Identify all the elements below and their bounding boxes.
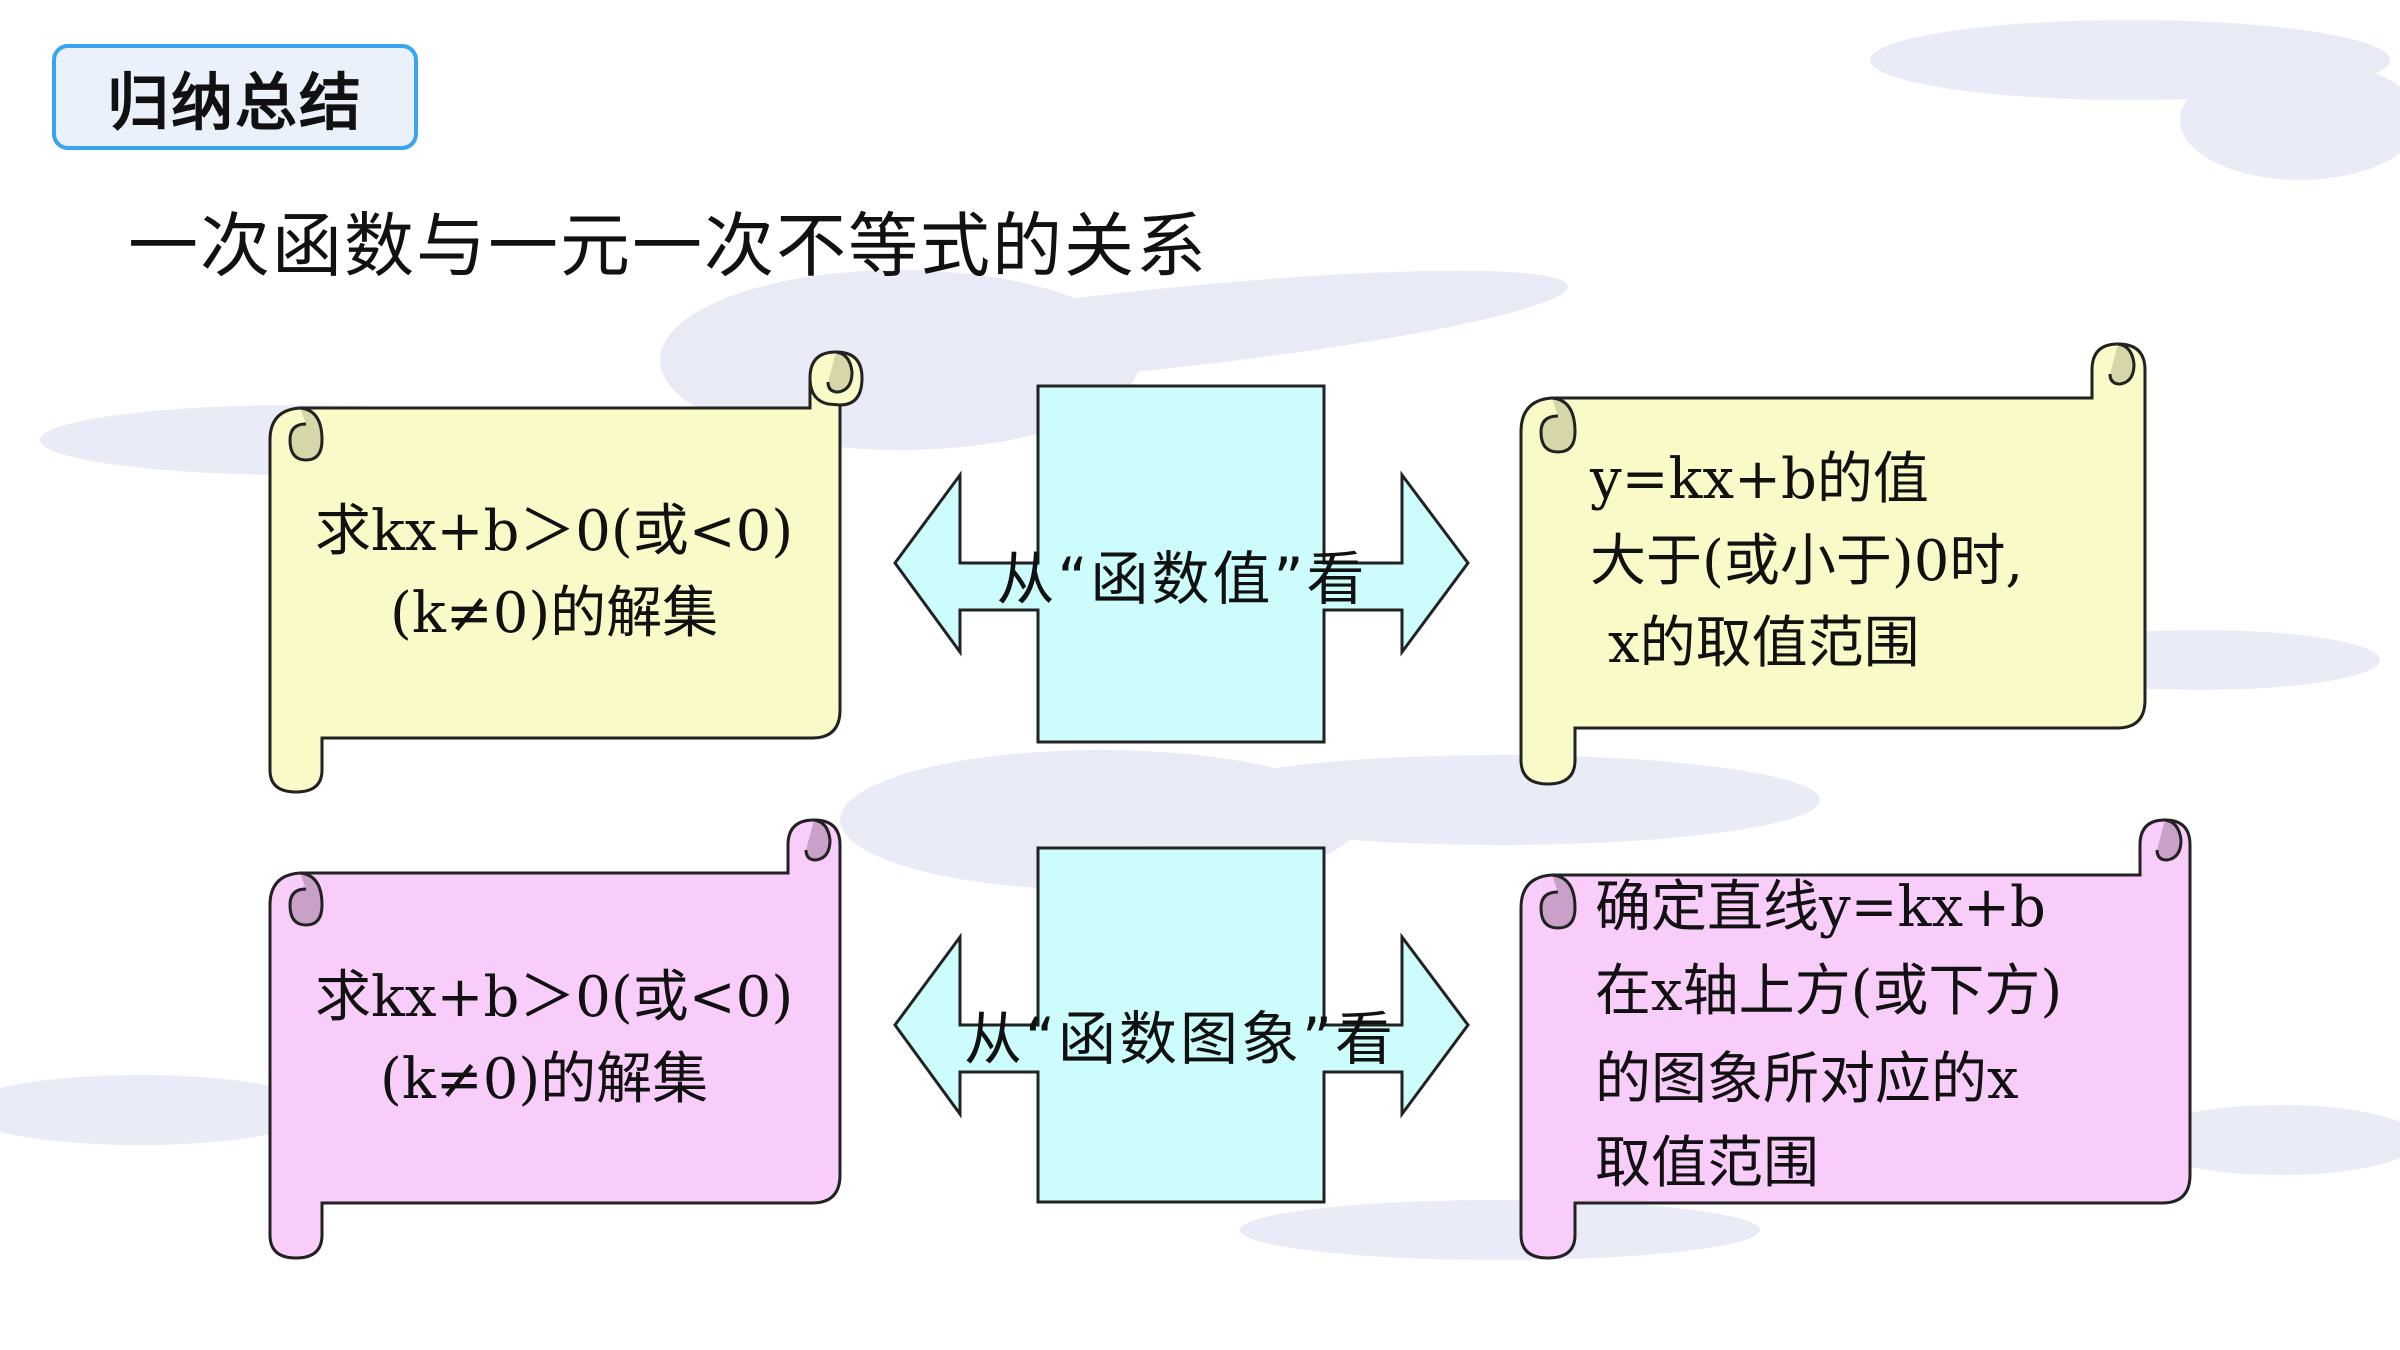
page-title: 一次函数与一元一次不等式的关系 [128, 205, 1208, 287]
scroll-shape-r2-right [1519, 818, 2192, 1260]
r2-left-line1: 求kx+b＞0(或<0) [315, 965, 794, 1030]
r2-right-line2: 在x轴上方(或下方) [1595, 959, 2063, 1024]
scroll-shape-r1-left [268, 350, 864, 794]
r1-right-line2: 大于(或小于)0时, [1590, 529, 2024, 594]
scroll-shape-r2-left [268, 818, 842, 1260]
r2-left-line2: (k≠0)的解集 [380, 1047, 709, 1112]
r2-arrow-label: 从“函数图象”看 [963, 1005, 1397, 1073]
scroll-shape-r1-right [1519, 342, 2147, 786]
r1-right-line1: y=kx+b的值 [1590, 447, 1929, 512]
r2-right-line3: 的图象所对应的x [1595, 1047, 2019, 1112]
r1-arrow-label: 从“函数值”看 [996, 545, 1368, 613]
r1-right-line3: x的取值范围 [1608, 611, 1920, 676]
r1-left-line1: 求kx+b＞0(或<0) [315, 499, 794, 564]
cross-arrow-shape-r1 [893, 384, 1470, 744]
r2-right-line1: 确定直线y=kx+b [1595, 875, 2046, 940]
cross-arrow-shape-r2 [893, 846, 1470, 1204]
r2-right-line4: 取值范围 [1595, 1131, 1819, 1196]
section-badge: 归纳总结 [52, 44, 418, 150]
r1-left-line2: (k≠0)的解集 [390, 581, 719, 646]
